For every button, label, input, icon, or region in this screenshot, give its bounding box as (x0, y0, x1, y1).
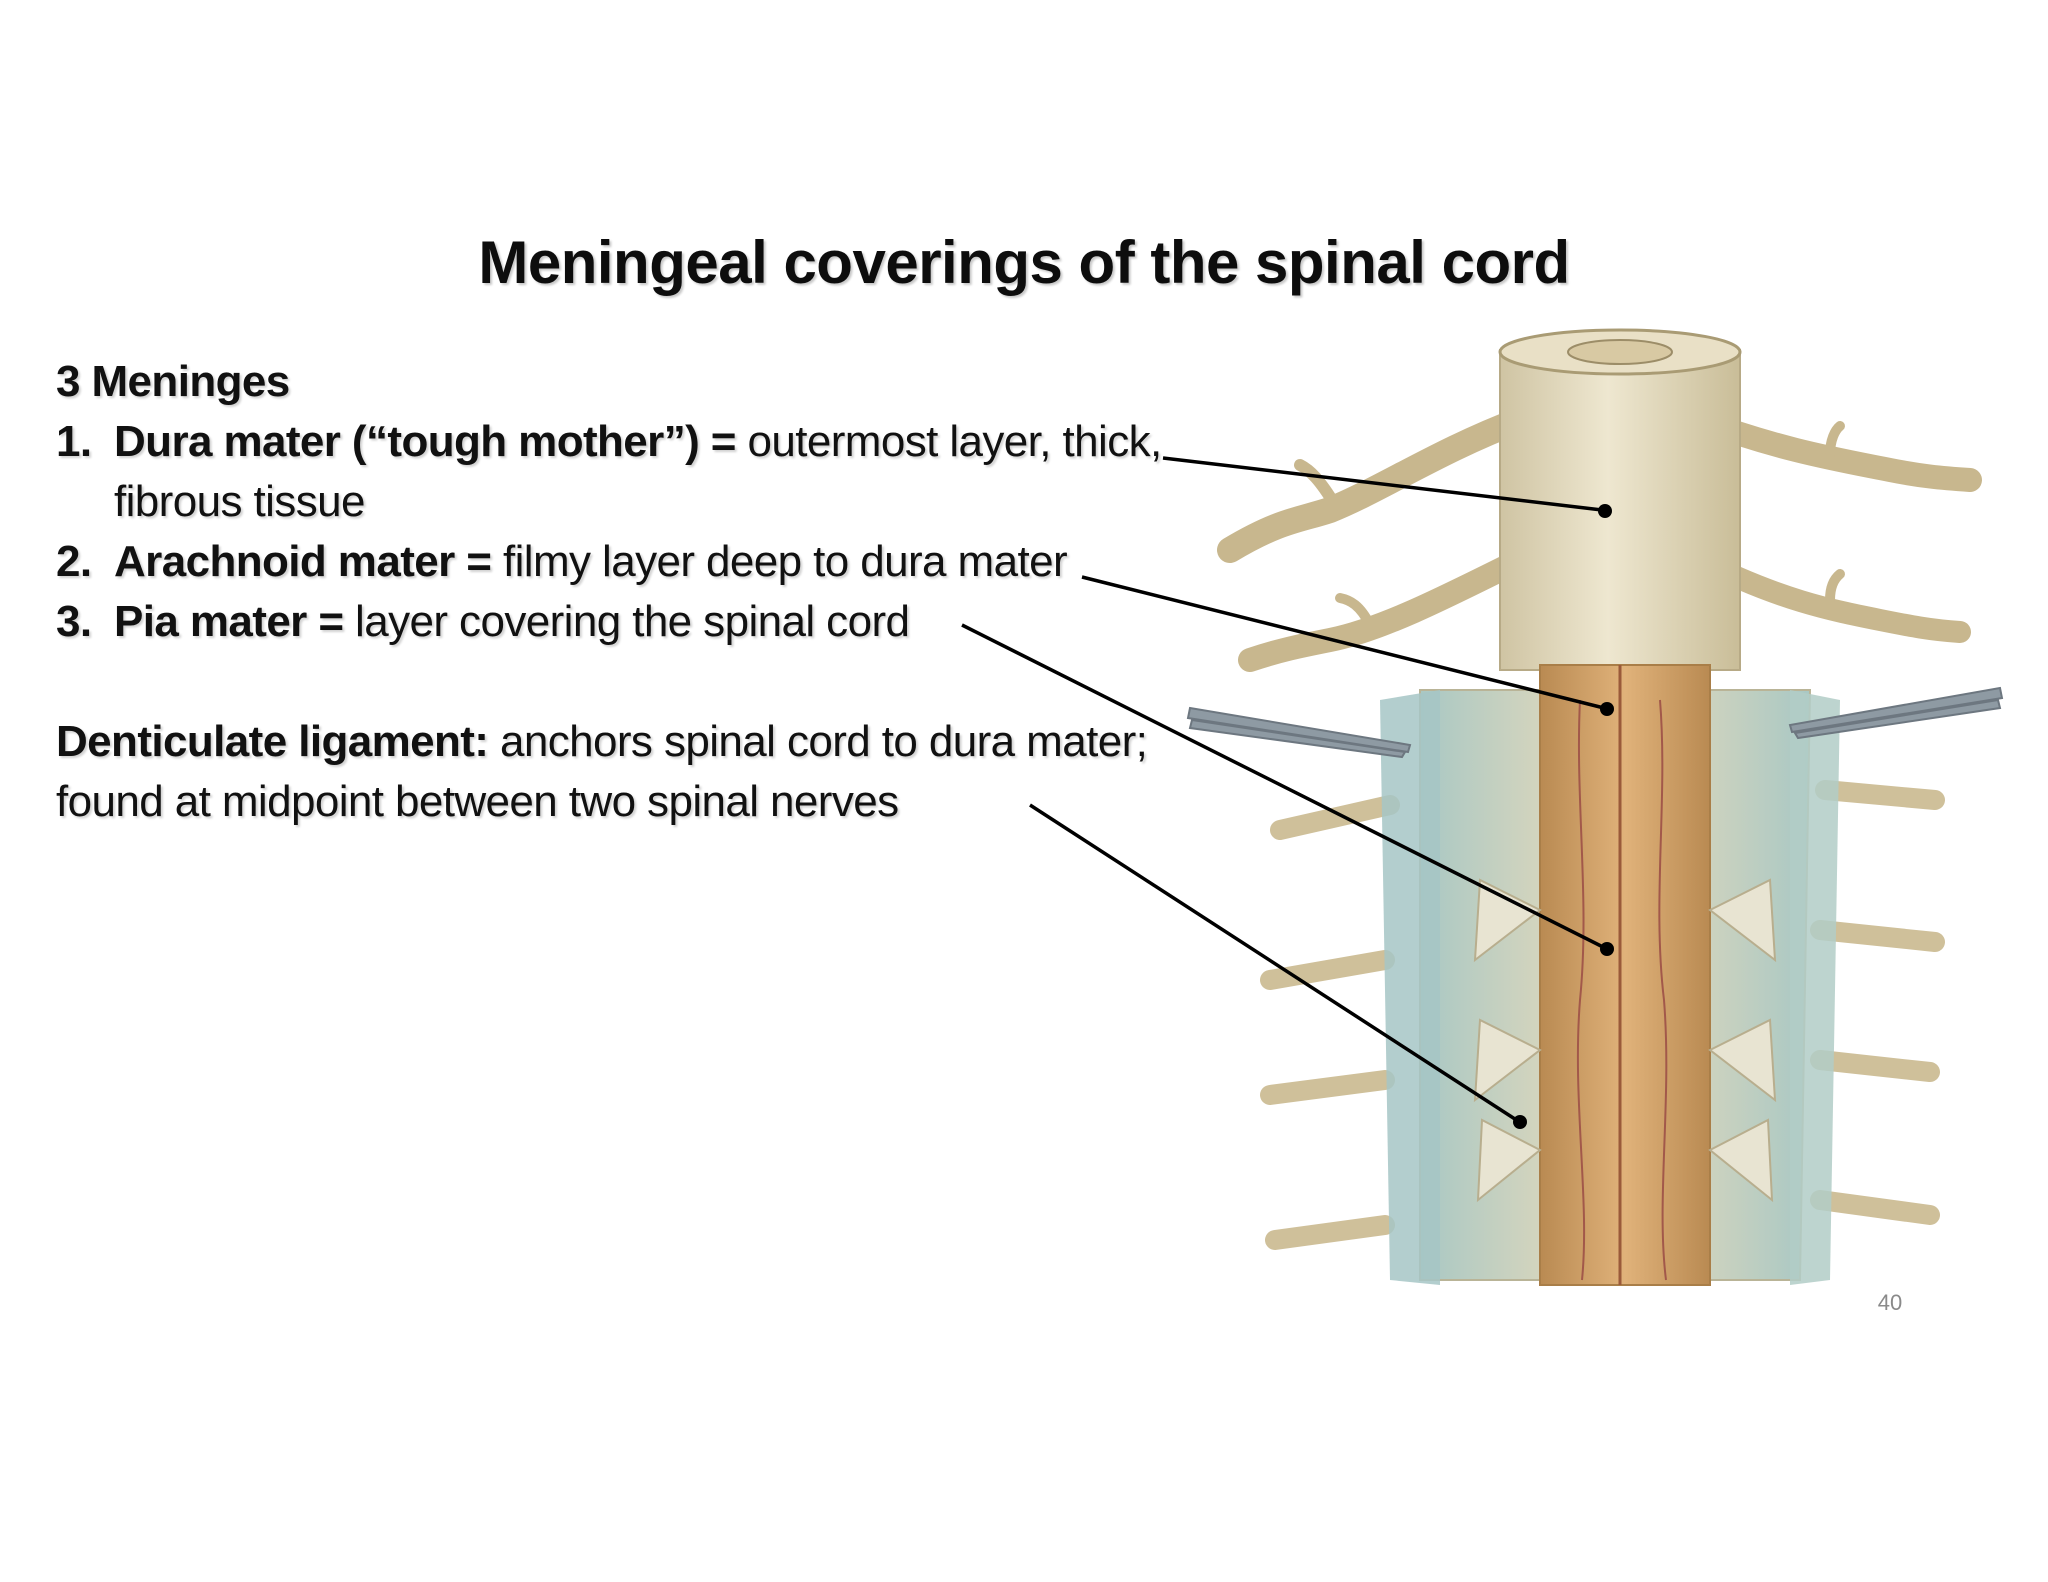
list-item-dura-continued: fibrous tissue (114, 477, 365, 526)
leader-dots (1513, 504, 1614, 1129)
meninges-heading: 3 Meninges (56, 357, 290, 406)
list-item-dura: 1. Dura mater (“tough mother”) = outermos… (56, 412, 1162, 472)
upper-right-nerves (1688, 408, 1982, 643)
dura-right-flap (1790, 690, 1840, 1285)
ligament-definition-continued: found at midpoint between two spinal ner… (56, 777, 899, 826)
item-term: Arachnoid mater = (114, 537, 492, 586)
forceps-right (1788, 686, 2004, 740)
spinal-cord (1539, 664, 1711, 1286)
denticulate-ligaments (1473, 878, 1777, 1203)
item-term: Dura mater (“tough mother”) = (114, 417, 736, 466)
dura-tube (1499, 349, 1741, 671)
leader-denticulate (1029, 803, 1519, 1123)
leader-dura (1162, 456, 1603, 512)
body-text: 3 Meninges 1. Dura mater (“tough mother”)… (56, 352, 1162, 832)
lower-nerve-stubs (1260, 780, 1945, 1250)
leader-lines (961, 456, 1606, 1123)
page-number: 40 (1877, 1290, 1903, 1315)
item-number: 3. (56, 597, 92, 646)
slide-title: Meningeal coverings of the spinal cord (478, 229, 1570, 296)
item-number: 2. (56, 537, 92, 586)
leader-arachnoid (1081, 575, 1605, 710)
item-term: Pia mater = (114, 597, 344, 646)
list-item-arachnoid: 2. Arachnoid mater = filmy layer deep to … (56, 532, 1156, 592)
item-description: layer covering the spinal cord (343, 597, 910, 646)
list-item-pia: 3. Pia mater = layer covering the spinal … (56, 592, 1156, 652)
item-description: outermost layer, thick, (735, 417, 1162, 466)
item-description: filmy layer deep to dura mater (491, 537, 1068, 586)
ligament-term: Denticulate ligament: (56, 717, 489, 766)
leader-pia (961, 623, 1606, 950)
ligament-definition: Denticulate ligament: anchors spinal cor… (56, 712, 1156, 772)
forceps-left (1186, 706, 1412, 759)
dura-left-flap (1380, 690, 1440, 1285)
item-number: 1. (56, 417, 92, 466)
ligament-description: anchors spinal cord to dura mater; (488, 717, 1148, 766)
